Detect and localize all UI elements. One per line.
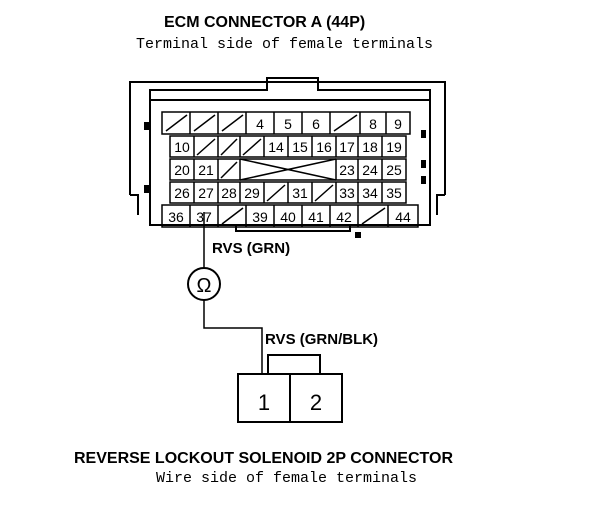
- test-wire: [203, 212, 263, 374]
- terminal-4: 4: [256, 116, 264, 132]
- solenoid-connector-subtitle: Wire side of female terminals: [156, 470, 418, 487]
- ecm-connector-title: ECM CONNECTOR A (44P): [164, 14, 366, 31]
- solenoid-pin-2: 2: [310, 390, 322, 415]
- solenoid-connector-housing: [237, 354, 343, 423]
- terminal-6: 6: [312, 116, 320, 132]
- ecm-connector-housing: [129, 77, 446, 232]
- terminal-14: 14: [268, 139, 284, 155]
- terminal-10: 10: [174, 139, 190, 155]
- ecm-terminal-row-2: [169, 135, 407, 158]
- terminal-25: 25: [386, 162, 402, 178]
- terminal-16: 16: [316, 139, 332, 155]
- ecm-terminal-row-4: [169, 181, 407, 204]
- terminal-17: 17: [339, 139, 355, 155]
- terminal-18: 18: [362, 139, 378, 155]
- solenoid-connector-title: REVERSE LOCKOUT SOLENOID 2P CONNECTOR: [74, 450, 454, 467]
- terminal-40: 40: [280, 209, 296, 225]
- wire-label-rvs-grn-blk: RVS (GRN/BLK): [265, 331, 379, 348]
- terminal-21: 21: [198, 162, 214, 178]
- terminal-8: 8: [369, 116, 377, 132]
- terminal-24: 24: [362, 162, 378, 178]
- terminal-35: 35: [386, 185, 402, 201]
- ecm-terminal-row-5: [161, 204, 419, 228]
- terminal-41: 41: [308, 209, 324, 225]
- ecm-lock-tabs: [144, 122, 426, 238]
- solenoid-pin-1: 1: [258, 390, 270, 415]
- terminal-33: 33: [339, 185, 355, 201]
- terminal-42: 42: [336, 209, 352, 225]
- ohm-symbol: Ω: [197, 275, 212, 297]
- terminal-23: 23: [339, 162, 355, 178]
- terminal-34: 34: [362, 185, 378, 201]
- terminal-5: 5: [284, 116, 292, 132]
- terminal-27: 27: [198, 185, 214, 201]
- ecm-connector-subtitle: Terminal side of female terminals: [136, 36, 434, 53]
- terminal-29: 29: [244, 185, 260, 201]
- terminal-28: 28: [221, 185, 237, 201]
- terminal-36: 36: [168, 209, 184, 225]
- terminal-39: 39: [252, 209, 268, 225]
- ohmmeter-icon: [187, 267, 221, 301]
- ecm-terminal-row-1: [161, 111, 411, 135]
- terminal-9: 9: [394, 116, 402, 132]
- terminal-31: 31: [292, 185, 308, 201]
- terminal-15: 15: [292, 139, 308, 155]
- terminal-19: 19: [386, 139, 402, 155]
- terminal-26: 26: [174, 185, 190, 201]
- terminal-20: 20: [174, 162, 190, 178]
- ecm-terminal-row-3: [169, 158, 407, 181]
- wire-label-rvs-grn: RVS (GRN): [212, 240, 291, 257]
- terminal-44: 44: [395, 209, 411, 225]
